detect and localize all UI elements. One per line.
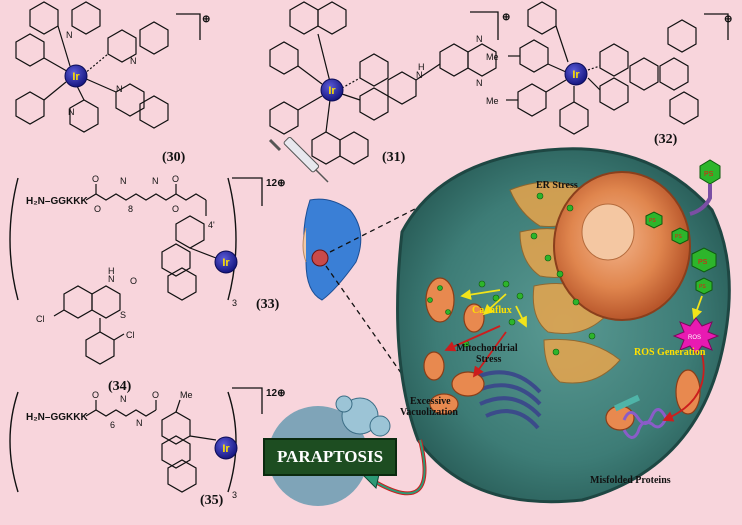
- position-33: 4': [208, 220, 215, 230]
- h-atom: H: [108, 266, 115, 276]
- charge-33: 12⊕: [266, 178, 286, 189]
- mito-stress-label-2: Stress: [476, 354, 502, 365]
- n-atom: N: [68, 107, 75, 117]
- compound-31-label: (31): [382, 150, 406, 165]
- cell-diagram: [396, 147, 731, 504]
- compound-34-label: (34): [108, 379, 132, 394]
- ir-symbol-35: Ir: [222, 443, 230, 455]
- svg-text:ROS: ROS: [688, 335, 701, 341]
- s-atom: S: [120, 310, 126, 320]
- charge-35: 12⊕: [266, 388, 286, 399]
- o-atom: O: [94, 204, 101, 214]
- me-group: Me: [486, 52, 499, 62]
- n-atom: N: [66, 30, 73, 40]
- compound-32-structure: Ir Me Me ⊕: [486, 1, 732, 135]
- compound-33-label: (33): [256, 297, 280, 312]
- n-atom: N: [120, 394, 127, 404]
- ps-label: PS: [699, 284, 706, 290]
- subscript-35: 3: [232, 490, 237, 500]
- ir-symbol-32: Ir: [572, 69, 580, 81]
- n-atom: N: [120, 176, 127, 186]
- n-atom: N: [476, 34, 483, 44]
- compound-35-label: (35): [200, 493, 224, 508]
- misfolded-proteins-label: Misfolded Proteins: [590, 475, 671, 486]
- ir-symbol-33: Ir: [222, 257, 230, 269]
- ps-label: PS: [675, 234, 682, 240]
- o-atom: O: [172, 204, 179, 214]
- compound-30-label: (30): [162, 150, 186, 165]
- ros-generation-label: ROS Generation: [634, 347, 706, 358]
- compound-35-structure: H₂N–GGKKK O O N N 6 Me Ir 3 12⊕: [9, 387, 286, 500]
- ps-label: PS: [649, 218, 656, 224]
- vacuolization-label-2: Vacuolization: [400, 407, 458, 418]
- ca-influx-label: Ca influx: [472, 305, 512, 316]
- cl-atom: Cl: [36, 314, 45, 324]
- n-atom: N: [116, 84, 123, 94]
- o-atom: O: [172, 174, 179, 184]
- n-atom: N: [476, 78, 483, 88]
- h-atom: H: [418, 62, 425, 72]
- compound-34-structure: Cl Cl N H O S: [36, 266, 137, 365]
- ros-burst-icon: ROS: [672, 317, 720, 355]
- mito-stress-label-1: Mitochondrial: [456, 343, 518, 354]
- compound-32-label: (32): [654, 132, 678, 147]
- ps-label: PS: [704, 171, 714, 178]
- charge-31: ⊕: [502, 12, 510, 23]
- vacuolization-label-1: Excessive: [410, 396, 451, 407]
- subscript-33: 3: [232, 298, 237, 308]
- paraptosis-label: PARAPTOSIS: [263, 438, 397, 476]
- peptide-33: H₂N–GGKKK: [26, 196, 88, 207]
- n-atom: N: [130, 56, 137, 66]
- me-group: Me: [180, 390, 193, 400]
- charge-30: ⊕: [202, 14, 210, 25]
- me-group: Me: [486, 96, 499, 106]
- ps-cluster: PS PS PS PS PS: [645, 159, 721, 295]
- o-atom: O: [92, 174, 99, 184]
- n-atom: N: [416, 70, 423, 80]
- compound-31-structure: Ir H N N N ⊕: [269, 1, 510, 165]
- cl-atom: Cl: [126, 330, 135, 340]
- ir-symbol-31: Ir: [328, 85, 336, 97]
- mouse-model-icon: [302, 198, 362, 301]
- er-stress-label: ER Stress: [536, 180, 578, 191]
- n-atom: N: [108, 274, 115, 284]
- syringe-icon: [268, 136, 329, 183]
- o-atom: O: [92, 390, 99, 400]
- charge-32: ⊕: [724, 14, 732, 25]
- compound-33-structure: H₂N–GGKKK O O O O N N 8 4' Ir 3 12⊕: [9, 174, 286, 308]
- peptide-35: H₂N–GGKKK: [26, 412, 88, 423]
- ir-symbol-30: Ir: [72, 71, 80, 83]
- n-atom: N: [152, 176, 159, 186]
- n-atom: N: [136, 418, 143, 428]
- repeat-33: 8: [128, 204, 133, 214]
- compound-30-structure: Ir N N N N ⊕: [15, 1, 210, 133]
- o-atom: O: [152, 390, 159, 400]
- ps-label: PS: [698, 259, 708, 266]
- repeat-35: 6: [110, 420, 115, 430]
- o-atom: O: [130, 276, 137, 286]
